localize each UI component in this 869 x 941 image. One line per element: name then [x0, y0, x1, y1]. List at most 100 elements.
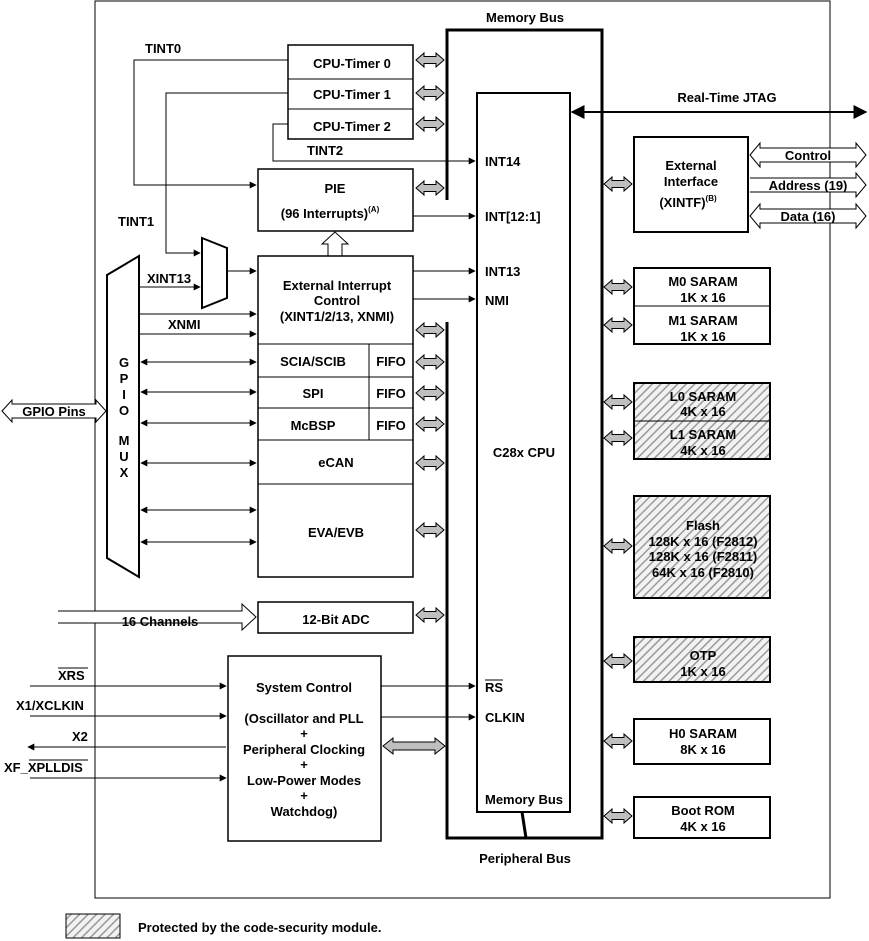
l0-bus-arrow: [603, 394, 633, 410]
m0-size: 1K x 16: [680, 290, 726, 305]
cpu-timer-1-label: CPU-Timer 1: [313, 87, 391, 102]
data-arrow: [749, 202, 867, 230]
rs-label: RS: [485, 680, 503, 695]
int14-label: INT14: [485, 154, 521, 169]
sysctl-line-2: +: [300, 726, 308, 741]
spi-label: SPI: [303, 386, 324, 401]
gpio-pins-arrow: [1, 398, 107, 424]
address-label: Address (19): [769, 178, 848, 193]
h0-size: 8K x 16: [680, 742, 726, 757]
cpu-block: [476, 92, 571, 813]
memory-bus-inner-label: Memory Bus: [485, 792, 563, 807]
l0-name: L0 SARAM: [670, 389, 736, 404]
pie-block: [257, 168, 414, 232]
l0-size: 4K x 16: [680, 404, 726, 419]
cpu-timer-0-label: CPU-Timer 0: [313, 56, 391, 71]
xintf-line2: Interface: [664, 174, 718, 189]
legend-swatch: [65, 913, 121, 939]
boot-size: 4K x 16: [680, 819, 726, 834]
gpio-mux-letter: O: [119, 403, 129, 418]
xint13-mux: [201, 236, 228, 310]
int12-1-label: INT[12:1]: [485, 209, 541, 224]
gpio-mux-letter: G: [119, 355, 129, 370]
ext-int-line3: (XINT1/2/13, XNMI): [280, 309, 394, 324]
clkin-label: CLKIN: [485, 710, 525, 725]
timer2-bus-arrow: [415, 116, 445, 132]
control-arrow: [749, 141, 867, 169]
l1-name: L1 SARAM: [670, 427, 736, 442]
timer0-bus-arrow: [415, 52, 445, 68]
mcbsp-label: McBSP: [291, 418, 336, 433]
sysctl-line-7: Watchdog): [271, 804, 338, 819]
tint2-line: [272, 123, 476, 165]
sysctl-line-3: Peripheral Clocking: [243, 742, 365, 757]
data-label: Data (16): [781, 209, 836, 224]
ecan-bus-arrow: [415, 455, 445, 471]
timer1-bus-arrow: [415, 85, 445, 101]
xintf-line1: External: [665, 158, 716, 173]
mcbsp-bus-arrow: [415, 416, 445, 432]
legend-text: Protected by the code-security module.: [138, 920, 381, 935]
boot-name: Boot ROM: [671, 803, 735, 818]
cpu-timers-block: [287, 44, 414, 140]
x1-label: X1/XCLKIN: [16, 698, 84, 713]
boot-rom-block: [633, 796, 771, 839]
flash-size-f2812: 128K x 16 (F2812): [648, 534, 757, 549]
mcbsp-fifo-label: FIFO: [376, 418, 406, 433]
ext-int-bus-arrow: [415, 322, 445, 338]
sysctl-line-5: Low-Power Modes: [247, 773, 361, 788]
boot-bus-arrow: [603, 808, 633, 824]
ext-int-to-pie-arrow: [320, 231, 350, 257]
spi-fifo-label: FIFO: [376, 386, 406, 401]
ev-label: EVA/EVB: [308, 525, 364, 540]
pie-subtitle: (96 Interrupts)(A): [281, 205, 380, 221]
xf-label: XF_XPLLDIS: [4, 760, 83, 775]
adc-channels-label: 16 Channels: [122, 614, 199, 629]
otp-name: OTP: [690, 648, 717, 663]
pie-bus-arrow: [415, 180, 445, 196]
tint0-label: TINT0: [145, 41, 181, 56]
gpio-pins-label: GPIO Pins: [22, 404, 86, 419]
tint0-line: [133, 59, 288, 189]
xintf-line3: (XINTF)(B): [659, 194, 717, 210]
xrs-label: XRS: [58, 668, 85, 683]
ext-int-line2: Control: [314, 293, 360, 308]
otp-bus-arrow: [603, 653, 633, 669]
otp-size: 1K x 16: [680, 664, 726, 679]
tint1-label: TINT1: [118, 214, 154, 229]
m1-name: M1 SARAM: [668, 313, 737, 328]
ecan-label: eCAN: [318, 455, 353, 470]
nmi-label: NMI: [485, 293, 509, 308]
m0-bus-arrow: [603, 279, 633, 295]
xintf-block: [633, 136, 749, 233]
sysctl-line-4: +: [300, 757, 308, 772]
otp-block: [633, 636, 771, 683]
control-label: Control: [785, 148, 831, 163]
gpio-mux-letter: U: [119, 449, 128, 464]
jtag-label: Real-Time JTAG: [677, 90, 776, 105]
gpio-mux-letter: I: [122, 387, 126, 402]
outer-frame: [94, 0, 831, 899]
gpio-mux-letter: P: [120, 371, 129, 386]
sci-label: SCIA/SCIB: [280, 354, 346, 369]
pie-title: PIE: [325, 181, 346, 196]
flash-name: Flash: [686, 518, 720, 533]
peripheral-bus-label: Peripheral Bus: [479, 851, 571, 866]
cpu-label: C28x CPU: [493, 445, 555, 460]
xint13-label: XINT13: [147, 271, 191, 286]
flash-block: [633, 495, 771, 599]
int13-label: INT13: [485, 264, 520, 279]
sci-bus-arrow: [415, 354, 445, 370]
address-arrow: [750, 171, 867, 199]
h0-block: [633, 718, 771, 765]
ev-bus-arrow: [415, 522, 445, 538]
h0-bus-arrow: [603, 733, 633, 749]
xintf-bus-arrow: [603, 176, 633, 192]
sysctl-line-1: (Oscillator and PLL: [244, 711, 363, 726]
system-control-block: [227, 655, 382, 842]
gpio-mux-letter: X: [120, 465, 129, 480]
adc-bus-arrow: [415, 607, 445, 623]
tint2-label: TINT2: [307, 143, 343, 158]
l1-bus-arrow: [603, 430, 633, 446]
sci-fifo-label: FIFO: [376, 354, 406, 369]
